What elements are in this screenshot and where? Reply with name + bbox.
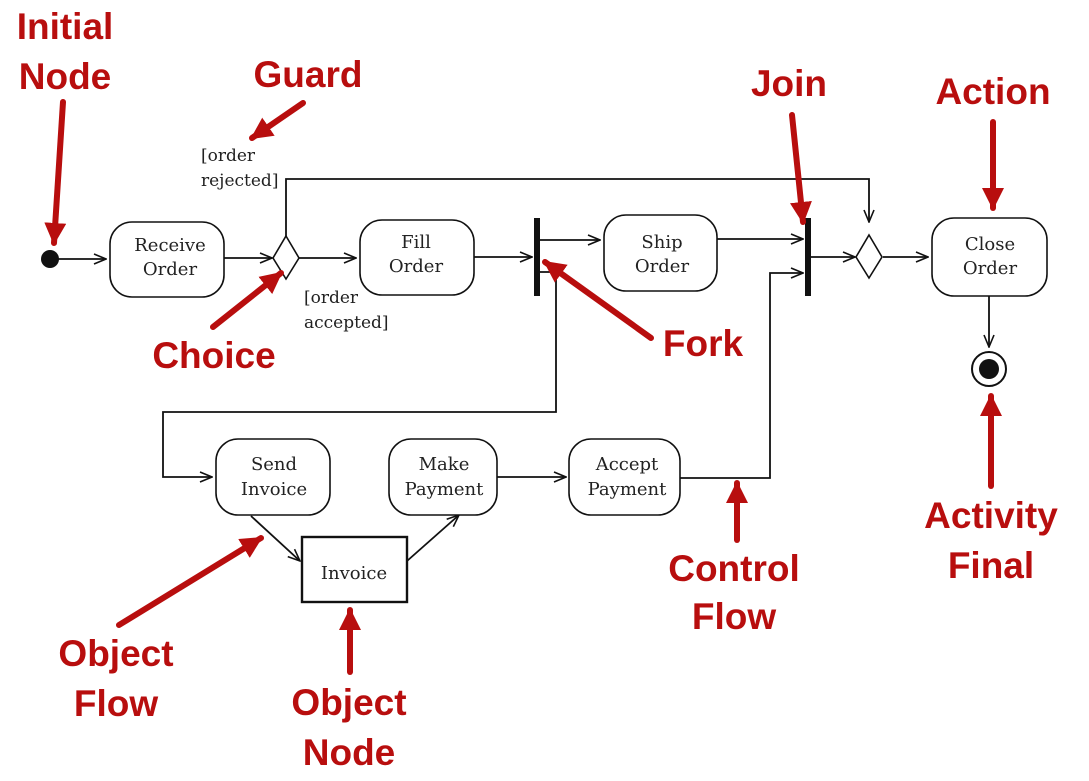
guard-label: [order xyxy=(304,288,359,308)
node-label: Payment xyxy=(405,479,485,500)
node-label: Order xyxy=(635,256,690,277)
guard-label: accepted] xyxy=(304,313,389,333)
node-label: Receive xyxy=(134,235,206,256)
callout-arrow-fork xyxy=(542,259,654,341)
node-label: Accept xyxy=(595,454,659,475)
action-fill-order: Fill Order xyxy=(359,219,475,296)
node-label: Invoice xyxy=(321,563,387,584)
callout-control-flow: Control xyxy=(668,548,800,589)
node-label: Fill xyxy=(401,232,431,253)
callout-arrow-choice xyxy=(210,270,284,330)
callout-arrow-join xyxy=(789,112,812,225)
callout-activity-final: Activity xyxy=(924,495,1058,536)
guard-label: rejected] xyxy=(201,171,278,191)
callout-object-flow: Object xyxy=(58,633,173,674)
choice-decision-node xyxy=(272,234,300,281)
callout-activity-final: Final xyxy=(948,545,1034,586)
callout-object-flow: Flow xyxy=(74,683,158,724)
callout-guard: Guard xyxy=(254,54,363,95)
join-bar xyxy=(805,218,811,296)
merge-node xyxy=(855,233,883,280)
action-accept-payment: Accept Payment xyxy=(568,438,681,516)
initial-node xyxy=(41,250,59,268)
activity-final-node xyxy=(971,351,1007,387)
object-flow-invoice-to-make xyxy=(406,515,459,562)
guard-order-rejected: [order rejected] xyxy=(201,146,278,191)
callout-join: Join xyxy=(751,63,827,104)
node-label: Order xyxy=(143,259,198,280)
action-send-invoice: Send Invoice xyxy=(215,438,331,516)
node-label: Payment xyxy=(588,479,668,500)
flow-accept-to-join xyxy=(680,273,803,479)
node-label: Close xyxy=(965,234,1015,255)
guard-label: [order xyxy=(201,146,256,166)
callout-choice: Choice xyxy=(152,335,275,376)
action-receive-order: Receive Order xyxy=(109,221,225,298)
object-flow-send-to-invoice xyxy=(250,515,300,561)
node-label: Ship xyxy=(641,232,682,253)
action-ship-order: Ship Order xyxy=(603,214,718,292)
callout-object-node: Node xyxy=(303,732,396,773)
callout-arrow-initial-node xyxy=(44,99,67,246)
guard-order-accepted: [order accepted] xyxy=(304,288,389,333)
object-node-invoice: Invoice xyxy=(300,535,409,604)
callout-arrow-object-flow xyxy=(116,535,264,628)
action-make-payment: Make Payment xyxy=(388,438,498,516)
flow-rejected xyxy=(285,178,869,236)
node-label: Order xyxy=(389,256,444,277)
node-label: Order xyxy=(963,258,1018,279)
node-label: Invoice xyxy=(241,479,307,500)
callout-action: Action xyxy=(935,71,1050,112)
action-close-order: Close Order xyxy=(931,217,1048,297)
callout-initial-node: Initial xyxy=(17,6,114,47)
callout-fork: Fork xyxy=(663,323,744,364)
callout-arrow-guard xyxy=(249,100,306,141)
callout-initial-node: Node xyxy=(19,56,112,97)
callout-object-node: Object xyxy=(291,682,406,723)
node-label: Make xyxy=(419,454,470,475)
fork-bar xyxy=(534,218,540,296)
node-label: Send xyxy=(251,454,297,475)
callout-control-flow: Flow xyxy=(692,596,776,637)
